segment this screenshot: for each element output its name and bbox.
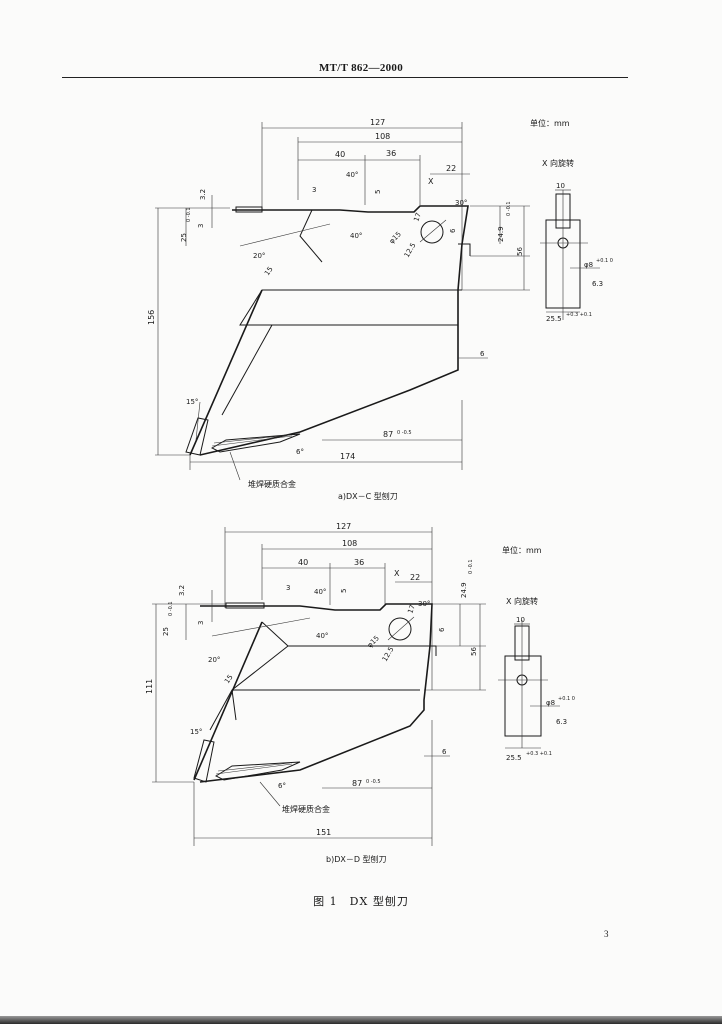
b-dim-111: 111 (145, 679, 154, 694)
b-dim-3: 3 (197, 621, 205, 625)
b-dim-25: 25 (162, 627, 170, 636)
a-dim-6: 6 (449, 228, 457, 233)
b-rough-3: 3 (286, 584, 290, 592)
a-dim-87-tol: 0 -0.5 (397, 430, 412, 436)
b-view-63: 6.3 (556, 718, 567, 726)
b-dim-151: 151 (316, 828, 331, 837)
b-view-255: 25.5 (506, 754, 522, 762)
b-dim-17: 17 (406, 604, 417, 615)
b-dim-6: 6 (438, 627, 446, 632)
header-rule (62, 77, 628, 78)
x-view-b (498, 620, 560, 749)
b-angle-20: 20° (208, 656, 220, 664)
unit-label-a: 单位：mm (530, 119, 570, 128)
a-dim-22: 22 (446, 164, 456, 173)
a-dim-87: 87 (383, 430, 393, 439)
b-dim-6-right: 6 (442, 748, 447, 756)
view-label-a: X 向旋转 (542, 159, 575, 168)
b-phi15: φ15 (366, 634, 381, 649)
a-dim-249-tol: 0 -0.1 (506, 201, 512, 216)
unit-label-b: 单位：mm (502, 546, 542, 555)
a-dim-40: 40 (335, 150, 345, 159)
a-angle-6: 6° (296, 448, 304, 456)
drawing-b: 127 108 40 36 22 X 40° 40° 30° 20° 15 15… (145, 522, 575, 846)
a-angle-15: 15° (186, 398, 198, 406)
a-dim-5: 5 (374, 190, 382, 194)
a-view-phi8: φ8 (584, 261, 593, 269)
a-phi15: φ15 (388, 230, 403, 245)
x-view-a (540, 189, 600, 320)
b-dim-25-tol: 0 -0.1 (168, 601, 174, 616)
b-view-10: 10 (516, 616, 525, 624)
b-dim-15: 15 (223, 673, 235, 685)
b-view-phi8: φ8 (546, 699, 555, 707)
a-view-255: 25.5 (546, 315, 562, 323)
b-angle-15: 15° (190, 728, 202, 736)
a-angle-40-mid: 40° (350, 232, 362, 240)
b-angle-40-mid: 40° (316, 632, 328, 640)
a-dim-174: 174 (340, 452, 355, 461)
a-dim-127: 127 (370, 118, 385, 127)
a-view-10: 10 (556, 182, 565, 190)
scan-bottom-edge (0, 1016, 722, 1024)
caption-b: b)DX－D 型刨刀 (326, 855, 387, 864)
b-view-phi8-tol: +0.1 0 (558, 696, 575, 702)
a-dim-108: 108 (375, 132, 390, 141)
b-dim-56: 56 (470, 647, 478, 656)
caption-a: a)DX－C 型刨刀 (338, 492, 398, 501)
a-view-255-tol: +0.3 +0.1 (566, 312, 592, 318)
b-dim-32: 3.2 (178, 585, 186, 596)
a-rough-3: 3 (312, 186, 316, 194)
a-dim-156: 156 (147, 310, 156, 325)
a-dim-17: 17 (412, 212, 423, 223)
b-dim-108: 108 (342, 539, 357, 548)
b-dim-249-tol: 0 -0.1 (468, 559, 474, 574)
drawing-a: 127 108 40 36 22 X 40° 40° 30° 20° 15 15… (147, 118, 613, 489)
b-dim-127: 127 (336, 522, 351, 531)
a-angle-20: 20° (253, 252, 265, 260)
b-dim-5: 5 (340, 589, 348, 593)
b-angle-40-top: 40° (314, 588, 326, 596)
a-view-phi8-tol: +0.1 0 (596, 258, 613, 264)
a-dim-25: 25 (180, 233, 188, 242)
a-dim-36: 36 (386, 149, 396, 158)
a-dim-15: 15 (263, 265, 275, 277)
b-alloy-label: 堆焊硬质合金 (282, 804, 330, 814)
b-angle-6: 6° (278, 782, 286, 790)
a-dim-56: 56 (516, 247, 524, 256)
b-dim-36: 36 (354, 558, 364, 567)
page-number: 3 (604, 929, 609, 939)
a-angle-30: 30° (455, 199, 467, 207)
b-dim-40: 40 (298, 558, 308, 567)
b-view-255-tol: +0.3 +0.1 (526, 751, 552, 757)
a-dim-3: 3 (197, 224, 205, 228)
b-rough-125: 12.5 (381, 645, 396, 663)
b-dim-249: 24.9 (460, 582, 468, 598)
b-dim-87-tol: 0 -0.5 (366, 779, 381, 785)
view-label-b: X 向旋转 (506, 597, 539, 606)
b-x-mark: X (394, 569, 400, 578)
figure-caption: 图 1 DX 型刨刀 (313, 895, 409, 908)
a-dim-32: 3.2 (199, 189, 207, 200)
a-dim-25-tol: 0 -0.1 (186, 207, 192, 222)
a-view-63: 6.3 (592, 280, 603, 288)
a-rough-125: 12.5 (403, 241, 418, 259)
standard-header: MT/T 862—2000 (318, 62, 404, 74)
a-alloy-label: 堆焊硬质合金 (248, 479, 296, 489)
b-dim-87: 87 (352, 779, 362, 788)
a-angle-40-top: 40° (346, 171, 358, 179)
b-angle-30: 30° (418, 600, 430, 608)
a-dim-249: 24.9 (497, 226, 505, 242)
a-x-mark: X (428, 177, 434, 186)
b-dim-22: 22 (410, 573, 420, 582)
a-dim-6-right: 6 (480, 350, 485, 358)
